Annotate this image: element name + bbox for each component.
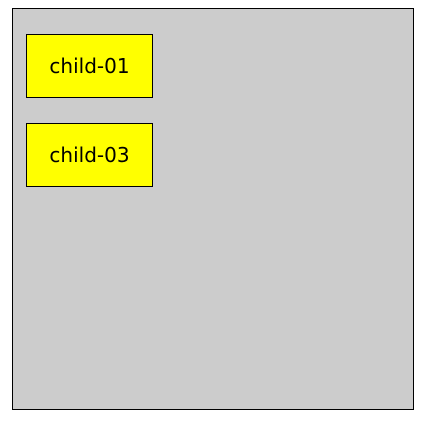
child-box-01: child-01 bbox=[26, 34, 153, 98]
child-box-03: child-03 bbox=[26, 123, 153, 187]
parent-container: child-01 child-03 bbox=[12, 8, 414, 410]
